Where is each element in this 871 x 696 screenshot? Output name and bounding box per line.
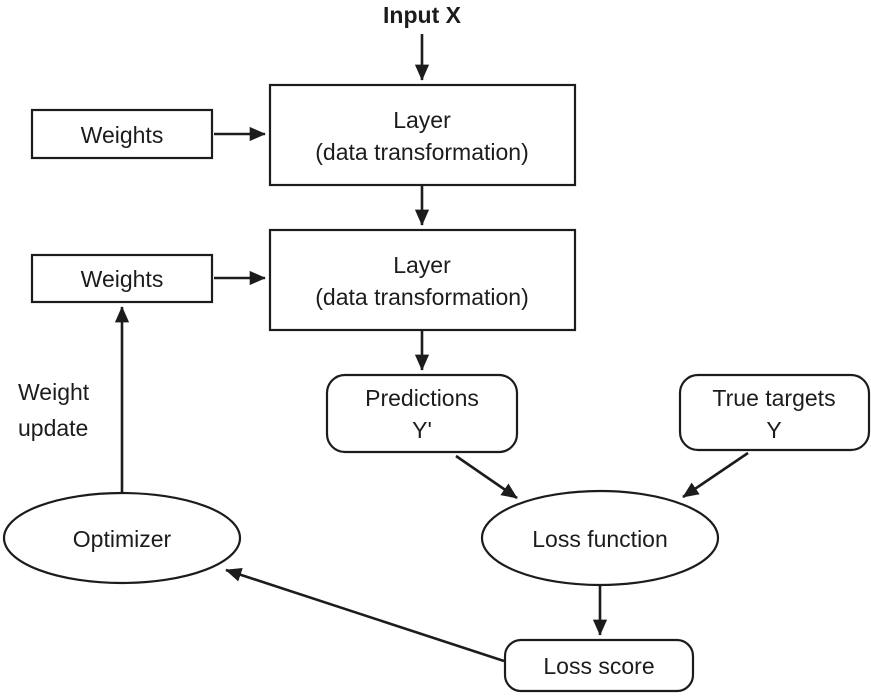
weights-1-label: Weights [81,122,164,148]
loss-score-label: Loss score [543,653,654,679]
arrow-true-targets-to-loss-function [682,451,749,499]
true-targets-title: True targets [712,385,835,411]
layer-1-subtitle: (data transformation) [315,139,528,165]
loss-score-box [503,638,695,693]
weights-2-label: Weights [81,266,164,292]
predictions-title: Predictions [365,385,479,411]
node-layer-2: Layer (data transformation) [268,228,577,332]
layer-2-subtitle: (data transformation) [315,284,528,310]
node-input-x: Input X [383,2,462,28]
optimizer-ellipse [2,491,242,585]
layer-2-box [268,228,577,332]
node-true-targets: True targets Y [678,373,871,452]
loss-function-label: Loss function [532,526,668,552]
node-weights-2: Weights [30,253,214,304]
weight-update-line1: Weight [18,379,90,405]
node-weights-1: Weights [30,108,214,160]
node-loss-function: Loss function [480,489,720,587]
arrow-loss-score-to-optimizer [225,568,505,663]
predictions-box [325,373,519,454]
predictions-subtitle: Y' [412,417,432,443]
node-loss-score: Loss score [503,638,695,693]
optimizer-label: Optimizer [73,526,172,552]
layer-2-title: Layer [393,252,451,278]
label-weight-update: Weight update [18,379,90,441]
layer-1-title: Layer [393,107,451,133]
arrow-predictions-to-loss-function [455,454,518,500]
node-optimizer: Optimizer [2,491,242,585]
true-targets-subtitle: Y [766,417,781,443]
weights-2-box [30,253,214,304]
node-predictions: Predictions Y' [325,373,519,454]
weight-update-line2: update [18,415,88,441]
weights-1-box [30,108,214,160]
loss-function-ellipse [480,489,720,587]
node-layer-1: Layer (data transformation) [268,83,577,187]
input-x-label: Input X [383,2,462,28]
true-targets-box [678,373,871,452]
layer-1-box [268,83,577,187]
